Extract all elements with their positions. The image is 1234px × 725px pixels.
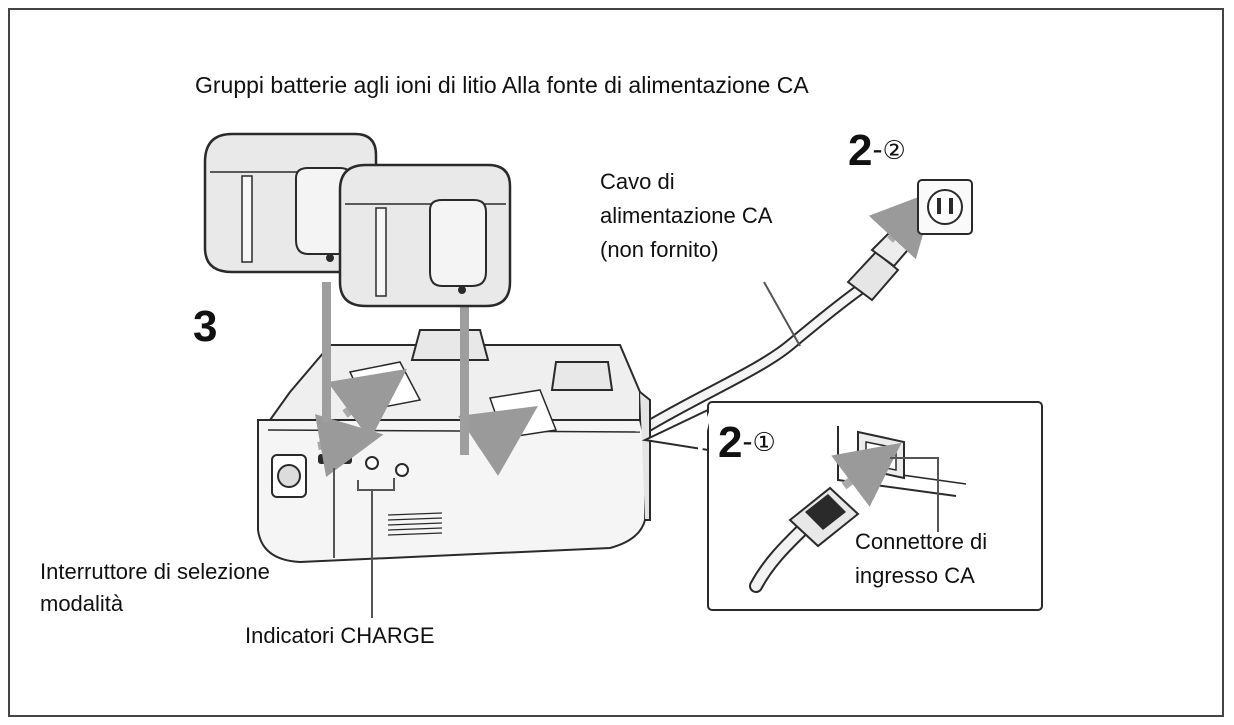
leader-cable xyxy=(763,281,801,347)
step-2-1-separator: - xyxy=(742,425,753,458)
plug-arrow xyxy=(868,190,936,260)
step-2-1-number: 2 xyxy=(718,418,743,467)
ac-inlet-detail xyxy=(641,401,1043,611)
connector-label-line1: Connettore di xyxy=(855,529,988,554)
step-2-1-marker: 2-① xyxy=(718,420,776,465)
step-2-2-separator: - xyxy=(872,133,883,166)
drop-guide-right xyxy=(460,290,469,455)
switch-label-line1: Interruttore di selezione xyxy=(40,559,270,584)
top-caption: Gruppi batterie agli ioni di litio Alla … xyxy=(195,72,809,98)
step-2-2-number: 2 xyxy=(848,126,873,175)
cable-label-line2: alimentazione CA xyxy=(600,203,773,228)
step-2-2-circled: ② xyxy=(882,135,906,165)
insert-arrow-right xyxy=(458,406,538,476)
leader-indicators xyxy=(357,478,395,491)
indicators-label: Indicatori CHARGE xyxy=(245,623,435,648)
switch-label-line2: modalità xyxy=(40,591,124,616)
cable-label-line1: Cavo di xyxy=(600,169,675,194)
switch-arrow xyxy=(314,414,384,478)
insert-arrow-left xyxy=(327,368,408,441)
wall-outlet xyxy=(917,179,973,235)
battery-charger xyxy=(257,329,651,564)
connector-label-line2: ingresso CA xyxy=(855,563,975,588)
ac-plug xyxy=(846,215,924,302)
step-3-marker: 3 xyxy=(193,302,218,351)
step-2-1-circled: ① xyxy=(752,427,776,457)
figure-frame xyxy=(8,8,1224,717)
battery-pack-right xyxy=(338,163,512,308)
cable-label-line3: (non fornito) xyxy=(600,237,719,262)
leader-connector xyxy=(890,457,939,532)
step-2-2-marker: 2-② xyxy=(848,128,906,173)
drop-guide-left xyxy=(322,282,331,422)
